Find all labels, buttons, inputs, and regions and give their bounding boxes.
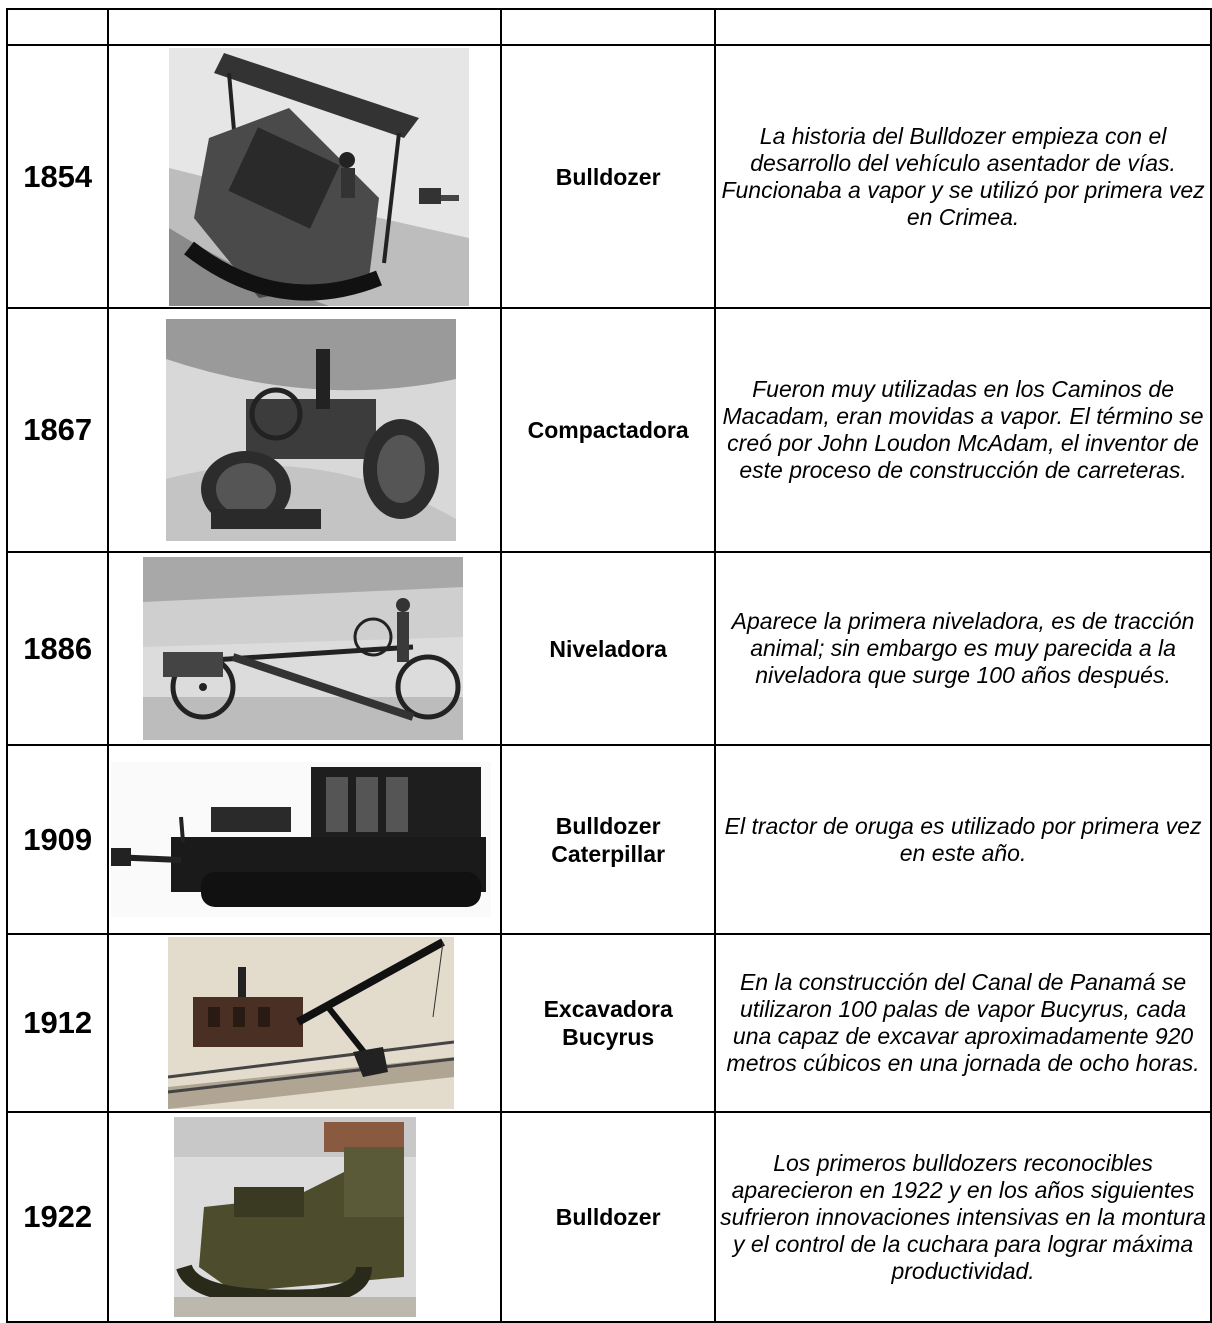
horse-drawn-grader-photo [143, 557, 464, 740]
image-cell [107, 933, 503, 1113]
header-cell-2 [107, 8, 503, 46]
table-row: 1867 Compactadora [5, 307, 1212, 553]
machine-name-line-1: Excavadora [543, 996, 673, 1022]
description-cell: El tractor de oruga es utilizado por pri… [714, 744, 1212, 935]
machine-name-line-2: Caterpillar [551, 840, 666, 867]
header-cell-3 [500, 8, 717, 46]
machine-name-line-1: Bulldozer [555, 812, 661, 839]
machine-name-cell: Bulldozer [500, 1111, 717, 1323]
table-row: 1909 Bulldozer Cater [5, 744, 1212, 935]
steam-shovel-model-photo [168, 937, 455, 1109]
year-cell: 1922 [5, 1111, 110, 1323]
steam-roller-engraving [166, 319, 457, 541]
description-cell: Aparece la primera niveladora, es de tra… [714, 551, 1212, 746]
machine-name-cell: Niveladora [500, 551, 717, 746]
machinery-history-table: 1854 [5, 8, 1212, 1323]
machine-name: Compactadora [527, 417, 689, 443]
year-cell: 1909 [5, 744, 110, 935]
table-row: 1886 [5, 551, 1212, 746]
year-cell: 1912 [5, 933, 110, 1113]
table-row: 1854 [5, 44, 1212, 309]
description-cell: En la construcción del Canal de Panamá s… [714, 933, 1212, 1113]
machine-name: Niveladora [549, 635, 667, 662]
machine-name-cell: Bulldozer Caterpillar [500, 744, 717, 935]
machine-name-line-2: Bucyrus [562, 1024, 655, 1050]
year-cell: 1867 [5, 307, 110, 553]
machine-name: Bulldozer [555, 163, 661, 190]
image-cell [107, 744, 503, 935]
table-row: 1912 [5, 933, 1212, 1113]
year-cell: 1886 [5, 551, 110, 746]
image-cell [107, 307, 503, 553]
description-cell: La historia del Bulldozer empieza con el… [714, 44, 1212, 309]
table-row: 1922 Bulldozer Los primeros bulldozers r… [5, 1111, 1212, 1323]
image-cell [107, 44, 503, 309]
machine-name-cell: Excavadora Bucyrus [500, 933, 717, 1113]
crawler-tractor-photo [111, 762, 492, 917]
image-cell [107, 551, 503, 746]
description-cell: Fueron muy utilizadas en los Caminos de … [714, 307, 1212, 553]
header-row [5, 8, 1212, 46]
machine-name-cell: Compactadora [500, 307, 717, 553]
header-cell-4 [714, 8, 1212, 46]
early-bulldozer-photo [174, 1117, 417, 1317]
machine-name-cell: Bulldozer [500, 44, 717, 309]
year-cell: 1854 [5, 44, 110, 309]
description-cell: Los primeros bulldozers reconocibles apa… [714, 1111, 1212, 1323]
header-cell-1 [5, 8, 110, 46]
image-cell [107, 1111, 503, 1323]
steam-track-layer-photo [169, 47, 470, 306]
machine-name: Bulldozer [555, 1204, 661, 1230]
